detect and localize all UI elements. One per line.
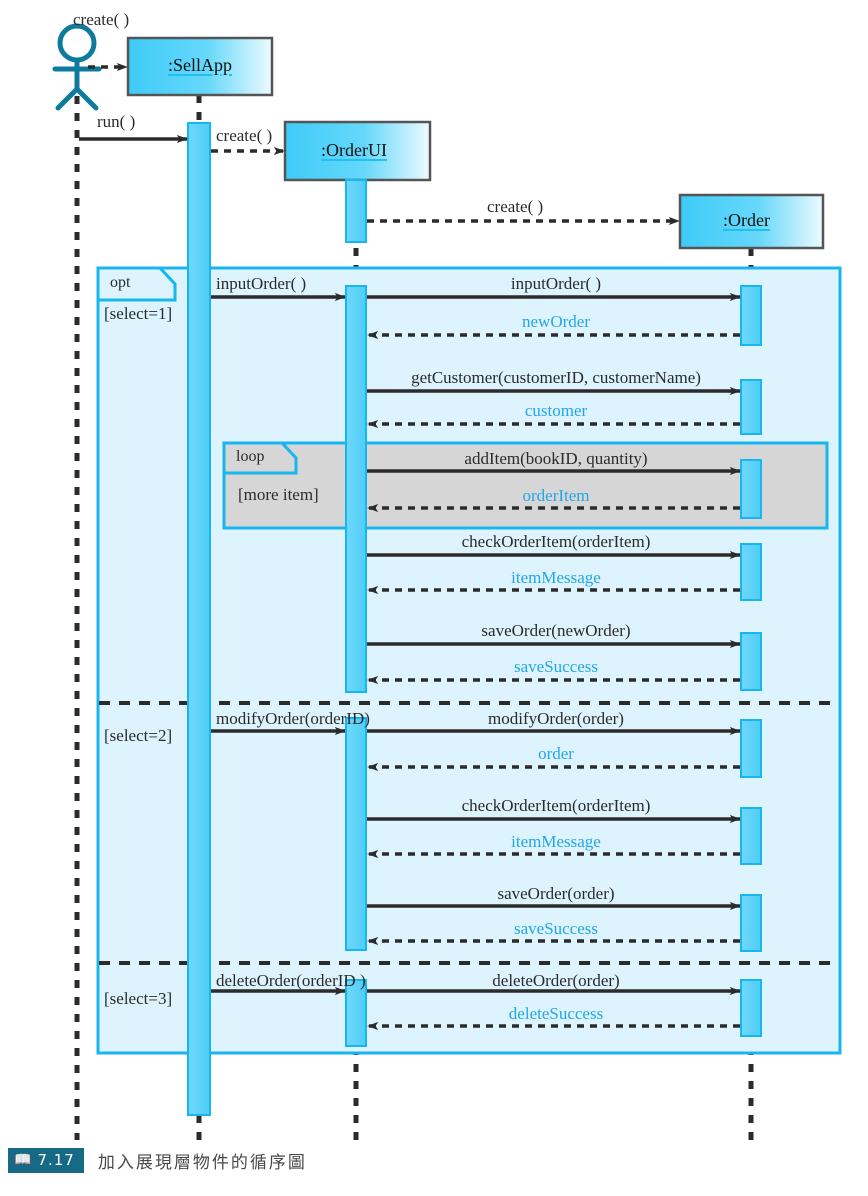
figure-number: 7.17	[37, 1151, 75, 1169]
figure-caption: 📖 7.17 加入展現層物件的循序圖	[8, 1148, 307, 1173]
activation-orderui-3[interactable]	[345, 979, 367, 1047]
guard-select-3: [select=3]	[104, 989, 173, 1008]
message-label-m03: create( )	[216, 126, 273, 145]
loop-fragment[interactable]	[222, 441, 829, 530]
object-label-orderui: :OrderUI	[321, 140, 387, 160]
message-label-m24: deleteOrder(order)	[492, 971, 620, 990]
message-arrows	[79, 62, 741, 1031]
message-label-m21: saveOrder(order)	[497, 884, 615, 903]
message-label-m10: addItem(bookID, quantity)	[464, 449, 648, 468]
activation-order-1[interactable]	[740, 285, 762, 346]
activation-orderui-1[interactable]	[345, 285, 367, 693]
guard-more-item: [more item]	[238, 485, 319, 504]
figure-caption-text: 加入展現層物件的循序圖	[97, 1153, 307, 1173]
activation-order-9[interactable]	[740, 979, 762, 1037]
opt-fragment[interactable]	[96, 266, 842, 1055]
activation-orderui-2[interactable]	[345, 717, 367, 951]
message-label-m13: itemMessage	[511, 568, 601, 587]
message-label-m05: inputOrder( )	[216, 274, 307, 293]
message-label-m25: deleteSuccess	[508, 1004, 604, 1023]
message-label-m04: create( )	[487, 197, 544, 216]
message-label-m17: modifyOrder(order)	[488, 709, 624, 728]
message-label-m09: customer	[524, 401, 588, 420]
object-label-order: :Order	[723, 210, 770, 230]
figure-number-badge: 📖 7.17	[8, 1148, 84, 1173]
message-label-m22: saveSuccess	[513, 919, 599, 938]
activation-order-5[interactable]	[740, 632, 762, 691]
activation-orderui-init[interactable]	[345, 179, 367, 243]
message-label-m20: itemMessage	[511, 832, 601, 851]
message-label-m16: modifyOrder(orderID)	[216, 709, 370, 728]
guard-select-2: [select=2]	[104, 726, 173, 745]
message-label-m23: deleteOrder(orderID )	[216, 971, 366, 990]
object-box-order[interactable]	[678, 193, 825, 250]
opt-fragment-tag	[96, 266, 177, 302]
actor-figure[interactable]	[52, 23, 102, 111]
activation-order-2[interactable]	[740, 379, 762, 435]
message-label-m14: saveOrder(newOrder)	[481, 621, 631, 640]
message-label-m19: checkOrderItem(orderItem)	[461, 796, 651, 815]
message-label-m18: order	[538, 744, 574, 763]
activation-bars	[187, 122, 762, 1116]
message-label-m15: saveSuccess	[513, 657, 599, 676]
activation-order-3[interactable]	[740, 459, 762, 519]
message-label-m02: run( )	[97, 112, 136, 131]
object-box-orderui[interactable]	[283, 120, 432, 182]
message-label-m06: inputOrder( )	[510, 274, 602, 293]
activation-order-6[interactable]	[740, 719, 762, 778]
activation-order-4[interactable]	[740, 543, 762, 601]
activation-order-7[interactable]	[740, 807, 762, 865]
activation-order-8[interactable]	[740, 894, 762, 952]
message-label-m11: orderItem	[522, 486, 590, 505]
message-label-m08: getCustomer(customerID, customerName)	[411, 368, 701, 387]
message-label-m01: create( )	[73, 10, 130, 29]
loop-fragment-label: loop	[236, 448, 265, 465]
message-label-m07: newOrder	[522, 312, 590, 331]
guard-select-1: [select=1]	[104, 304, 173, 323]
loop-fragment-tag	[222, 441, 298, 475]
book-icon: 📖	[14, 1152, 33, 1168]
object-box-sellapp[interactable]	[126, 36, 274, 97]
object-label-sellapp: :SellApp	[168, 55, 233, 75]
opt-fragment-label: opt	[110, 274, 131, 291]
message-label-m12: checkOrderItem(orderItem)	[461, 532, 651, 551]
activation-sellapp-main[interactable]	[187, 122, 211, 1116]
